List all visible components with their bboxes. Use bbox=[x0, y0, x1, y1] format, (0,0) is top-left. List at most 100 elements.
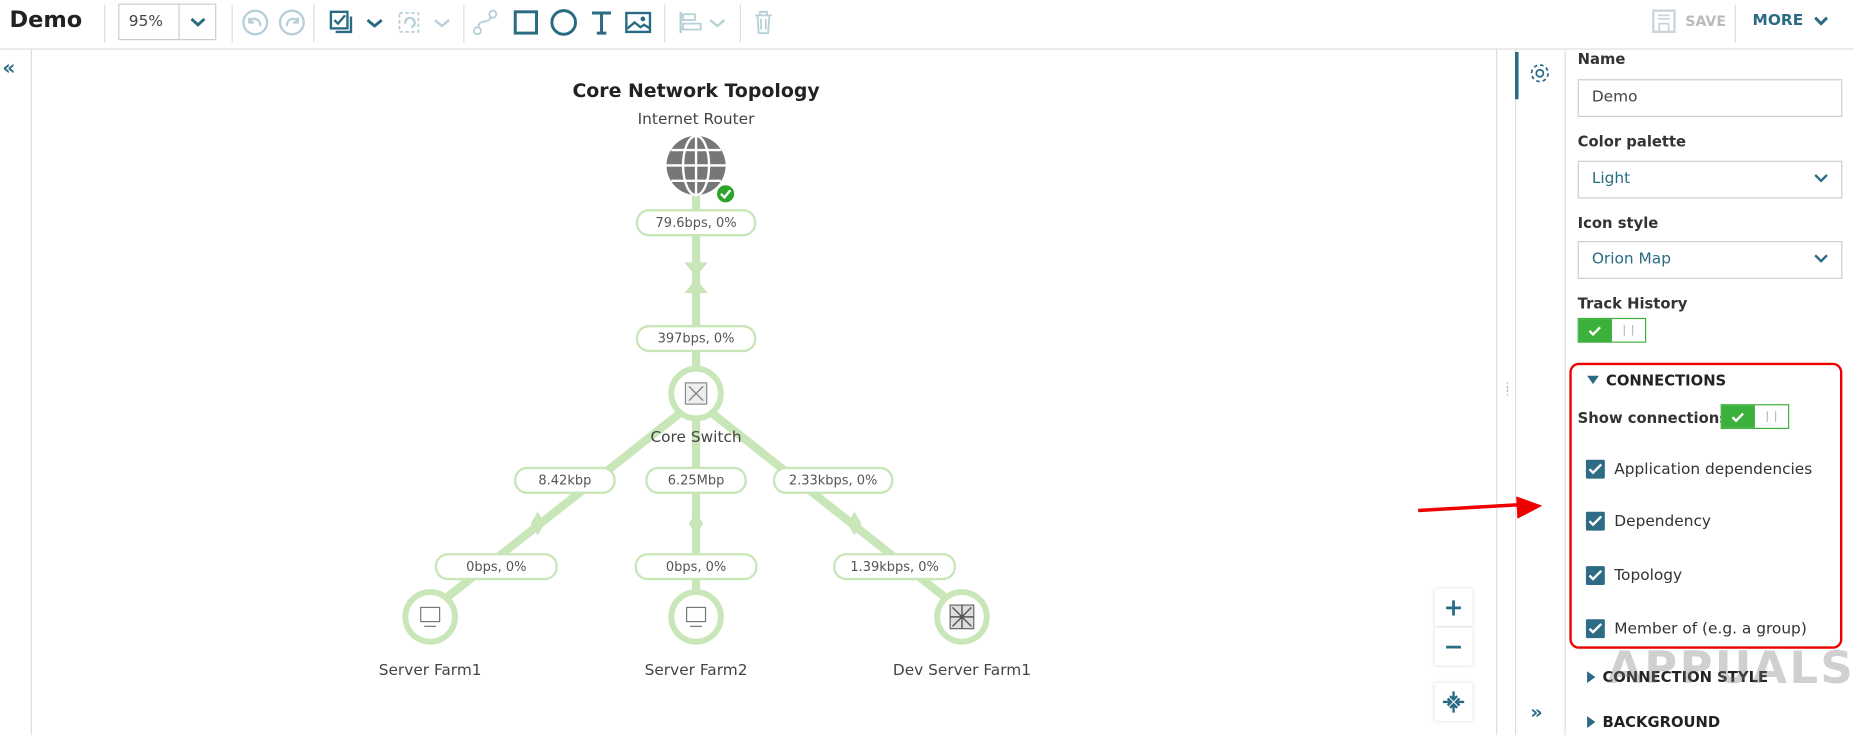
divider bbox=[739, 4, 741, 43]
status-up-icon bbox=[715, 183, 736, 205]
section-title: BACKGROUND bbox=[1602, 712, 1721, 731]
arrow-down-icon bbox=[684, 262, 708, 277]
link-label[interactable]: 0bps, 0% bbox=[634, 553, 758, 581]
zoom-value: 95% bbox=[128, 12, 163, 31]
track-history-label: Track History bbox=[1577, 294, 1688, 312]
active-tab-indicator bbox=[1515, 51, 1519, 100]
checkbox-checked-icon[interactable] bbox=[1585, 511, 1605, 531]
checkbox-label: Application dependencies bbox=[1614, 460, 1813, 479]
arrow-up-icon bbox=[684, 278, 708, 294]
link-label[interactable]: 0bps, 0% bbox=[434, 553, 558, 581]
align-icon[interactable] bbox=[677, 8, 705, 36]
switch-icon bbox=[950, 605, 974, 629]
expand-panel-icon[interactable]: » bbox=[1530, 700, 1543, 724]
toolbar: Demo 95% SAVE MORE bbox=[0, 0, 1853, 50]
redo-icon[interactable] bbox=[278, 8, 306, 36]
properties-panel: Name Demo Color palette Light Icon style… bbox=[1565, 49, 1853, 735]
connection-type-checkbox[interactable]: Application dependencies bbox=[1585, 459, 1813, 479]
link-label[interactable]: 2.33kbps, 0% bbox=[772, 466, 894, 494]
checkbox-checked-icon[interactable] bbox=[1585, 619, 1605, 639]
topology-diagram: Core Network Topology Internet Router Co… bbox=[379, 80, 1031, 679]
connections-section-header[interactable]: CONNECTIONS bbox=[1587, 371, 1726, 389]
chevron-down-icon[interactable] bbox=[178, 4, 216, 39]
link-marker bbox=[688, 511, 704, 536]
divider bbox=[231, 4, 233, 43]
server-node[interactable] bbox=[402, 589, 458, 645]
link-label[interactable]: 397bps, 0% bbox=[635, 324, 757, 353]
zoom-select[interactable]: 95% bbox=[118, 3, 217, 41]
globe-icon[interactable] bbox=[666, 134, 726, 197]
chevron-down-icon[interactable] bbox=[428, 8, 456, 36]
checkbox-checked-icon[interactable] bbox=[1585, 459, 1605, 479]
switch-node[interactable] bbox=[668, 365, 724, 422]
connection-type-checkbox[interactable]: Dependency bbox=[1585, 511, 1711, 531]
connector-icon[interactable] bbox=[470, 8, 498, 36]
node-label: Server Farm2 bbox=[645, 661, 748, 679]
checkbox-label: Topology bbox=[1614, 566, 1683, 585]
palette-select[interactable]: Light bbox=[1577, 160, 1843, 199]
select-icon[interactable] bbox=[327, 8, 355, 36]
section-title: CONNECTION STYLE bbox=[1602, 667, 1769, 686]
divider bbox=[664, 4, 666, 43]
server-icon bbox=[686, 606, 707, 623]
left-panel-strip: « bbox=[0, 49, 32, 735]
node-label: Server Farm1 bbox=[379, 661, 482, 679]
name-label: Name bbox=[1577, 49, 1626, 68]
transform-icon[interactable] bbox=[395, 8, 423, 36]
palette-label: Color palette bbox=[1577, 132, 1687, 151]
link-label-text: 79.6bps, 0% bbox=[656, 216, 737, 231]
highlight-box bbox=[1569, 362, 1843, 649]
link-label[interactable]: 6.25Mbp bbox=[645, 466, 747, 494]
background-section-header[interactable]: BACKGROUND bbox=[1587, 712, 1721, 731]
name-input[interactable]: Demo bbox=[1577, 79, 1843, 117]
zoom-out-button[interactable]: − bbox=[1434, 627, 1473, 666]
zoom-in-button[interactable]: + bbox=[1434, 588, 1473, 627]
connection-style-section-header[interactable]: CONNECTION STYLE bbox=[1587, 667, 1769, 686]
circle-icon[interactable] bbox=[550, 8, 578, 36]
rectangle-icon[interactable] bbox=[512, 8, 540, 36]
diagram-title: Core Network Topology bbox=[572, 80, 819, 102]
show-connections-label: Show connections bbox=[1577, 408, 1729, 427]
more-label: MORE bbox=[1752, 11, 1804, 30]
connection-type-checkbox[interactable]: Topology bbox=[1585, 566, 1683, 585]
switch-node[interactable] bbox=[934, 589, 990, 645]
link-label-text: 0bps, 0% bbox=[466, 560, 526, 575]
fit-icon bbox=[1442, 691, 1465, 713]
server-node[interactable] bbox=[668, 589, 724, 645]
link-label[interactable]: 1.39kbps, 0% bbox=[833, 553, 957, 581]
watermark: APPUALS bbox=[1607, 641, 1853, 694]
chevron-down-icon[interactable] bbox=[703, 8, 731, 36]
checkbox-checked-icon[interactable] bbox=[1585, 566, 1605, 585]
show-connections-toggle[interactable] bbox=[1720, 404, 1790, 429]
checkbox-label: Member of (e.g. a group) bbox=[1614, 619, 1807, 638]
section-title: CONNECTIONS bbox=[1606, 371, 1727, 389]
link-label[interactable]: 79.6bps, 0% bbox=[635, 209, 757, 237]
link-label-text: 1.39kbps, 0% bbox=[850, 560, 939, 575]
node-label: Dev Server Farm1 bbox=[893, 661, 1031, 679]
link-label-text: 2.33kbps, 0% bbox=[789, 474, 878, 489]
collapse-left-icon[interactable]: « bbox=[2, 56, 16, 81]
save-button[interactable]: SAVE bbox=[1652, 9, 1726, 34]
checkbox-label: Dependency bbox=[1614, 512, 1711, 531]
link-label-text: 0bps, 0% bbox=[666, 560, 726, 575]
splitter[interactable] bbox=[1496, 49, 1498, 735]
node-label: Core Switch bbox=[650, 428, 741, 446]
more-button[interactable]: MORE bbox=[1753, 12, 1830, 30]
icon-style-value: Orion Map bbox=[1591, 250, 1671, 269]
server-icon bbox=[420, 606, 441, 623]
connection-type-checkbox[interactable]: Member of (e.g. a group) bbox=[1585, 619, 1807, 639]
link-label-text: 6.25Mbp bbox=[668, 474, 725, 489]
gear-icon[interactable] bbox=[1528, 61, 1552, 85]
text-icon[interactable] bbox=[587, 8, 615, 36]
resize-handle-icon[interactable]: ⋮⋮ bbox=[1502, 381, 1513, 399]
link-label[interactable]: 8.42kbp bbox=[514, 466, 616, 494]
undo-icon[interactable] bbox=[241, 8, 269, 36]
track-history-toggle[interactable] bbox=[1577, 317, 1647, 343]
chevron-down-icon bbox=[1814, 254, 1828, 263]
trash-icon[interactable] bbox=[749, 8, 777, 36]
divider bbox=[103, 4, 106, 43]
chevron-down-icon[interactable] bbox=[360, 8, 388, 36]
image-icon[interactable] bbox=[624, 8, 652, 36]
fit-to-screen-button[interactable] bbox=[1434, 683, 1473, 721]
icon-style-select[interactable]: Orion Map bbox=[1577, 241, 1843, 279]
